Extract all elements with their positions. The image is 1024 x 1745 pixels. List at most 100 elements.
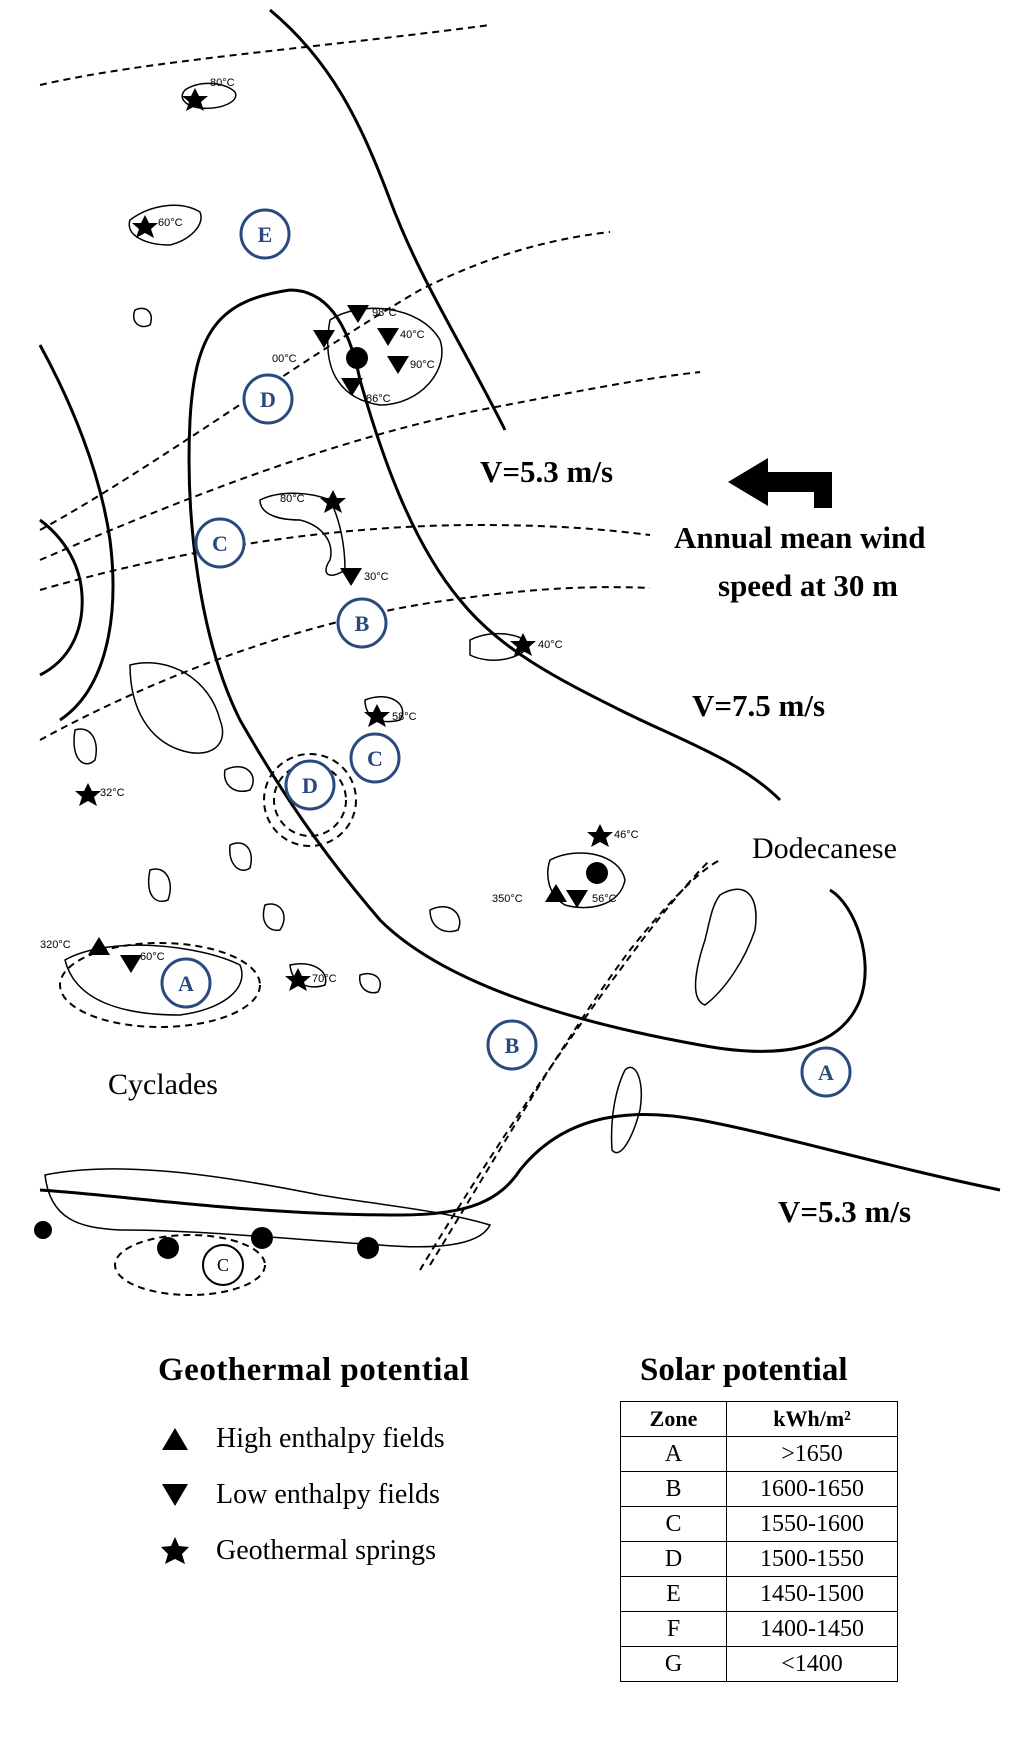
legend-label: High enthalpy fields	[216, 1423, 445, 1454]
dot-icon	[586, 862, 608, 884]
table-cell-value: 1550-1600	[726, 1506, 898, 1542]
region-label-dodecanese: Dodecanese	[752, 832, 897, 865]
triangle-down-icon	[387, 356, 409, 374]
zone-marker-a-east: A	[800, 1046, 852, 1098]
table-cell-zone: C	[620, 1506, 727, 1542]
zone-marker-e: E	[239, 208, 291, 260]
zone-marker-a-west: A	[160, 957, 212, 1009]
solar-isoline-2	[39, 231, 611, 531]
star-icon	[587, 824, 613, 847]
dot-icon	[34, 1221, 52, 1239]
triangle-down-icon	[377, 328, 399, 346]
table-cell-value: 1400-1450	[726, 1611, 898, 1647]
wind-caption-line2: speed at 30 m	[718, 568, 898, 603]
table-header-kwh: kWh/m²	[726, 1401, 898, 1437]
temp-label: 320°C	[40, 939, 71, 951]
solar-isoline-4	[39, 523, 651, 591]
temp-label: 70°C	[312, 973, 337, 985]
temp-label: 80°C	[280, 493, 305, 505]
table-cell-zone: F	[620, 1611, 727, 1647]
region-label-cyclades: Cyclades	[108, 1068, 218, 1101]
star-icon	[510, 633, 536, 656]
temp-label: 46°C	[614, 829, 639, 841]
temp-label: 56°C	[592, 893, 617, 905]
temp-label: 40°C	[400, 329, 425, 341]
svg-text:D: D	[302, 773, 318, 798]
temp-label: 30°C	[364, 571, 389, 583]
temp-label: 86°C	[366, 393, 391, 405]
legend-row-springs: Geothermal springs	[150, 1523, 580, 1579]
table-header-row: Zone kWh/m²	[620, 1401, 898, 1437]
solar-title: Solar potential	[640, 1352, 848, 1388]
dot-icon	[357, 1237, 379, 1259]
legend-row-high-enthalpy: High enthalpy fields	[150, 1411, 580, 1467]
table-cell-value: 1500-1550	[726, 1541, 898, 1577]
legend-label: Geothermal springs	[216, 1535, 437, 1566]
star-icon	[75, 783, 101, 806]
wind-label-bottom: V=5.3 m/s	[778, 1194, 911, 1229]
wind-isoline-leftinner	[39, 518, 84, 677]
dot-icon	[251, 1227, 273, 1249]
temp-label: 60°C	[158, 217, 183, 229]
dot-icon	[346, 347, 368, 369]
map: E D C B C D A B A C	[34, 8, 1001, 1296]
temp-label: 40°C	[538, 639, 563, 651]
wind-isoline-left	[38, 344, 115, 722]
table-cell-zone: B	[620, 1471, 727, 1507]
solar-isoline-1	[39, 24, 491, 86]
triangle-down-icon	[340, 568, 362, 586]
zone-marker-d-north: D	[242, 373, 294, 425]
zone-marker-c-north: C	[194, 517, 246, 569]
svg-text:B: B	[355, 611, 370, 636]
triangle-down-icon	[120, 955, 142, 973]
left-arrow-icon	[728, 458, 832, 508]
table-cell-value: 1600-1650	[726, 1471, 898, 1507]
temp-label: 60°C	[140, 951, 165, 963]
table-cell-zone: G	[620, 1646, 727, 1682]
triangle-down-icon	[566, 890, 588, 908]
triangle-up-icon	[88, 937, 110, 955]
legend-row-low-enthalpy: Low enthalpy fields	[150, 1467, 580, 1523]
svg-text:C: C	[212, 531, 228, 556]
solar-zone-c-ring	[114, 1234, 266, 1296]
solar-zone-d-ring-outer	[263, 753, 357, 847]
svg-text:C: C	[367, 746, 383, 771]
star-icon	[132, 215, 158, 238]
triangle-down-icon	[313, 330, 335, 348]
geothermal-legend-title: Geothermal potential	[158, 1352, 470, 1388]
svg-text:E: E	[258, 222, 273, 247]
star-icon	[320, 490, 346, 513]
solar-isoline-5	[39, 586, 651, 741]
star-icon	[182, 88, 208, 111]
table-cell-zone: D	[620, 1541, 727, 1577]
solar-isoline-7	[429, 859, 721, 1266]
triangle-down-icon	[347, 305, 369, 323]
temp-label: 00°C	[272, 353, 297, 365]
wind-isoline-bottom	[39, 1112, 1001, 1217]
svg-text:C: C	[217, 1255, 229, 1275]
svg-text:A: A	[818, 1060, 834, 1085]
svg-text:D: D	[260, 387, 276, 412]
temperature-labels: 80°C 60°C 98°C 40°C 00°C 90°C 86°C 80°C …	[40, 77, 639, 985]
legend-label: Low enthalpy fields	[216, 1479, 440, 1510]
wind-caption-line1: Annual mean wind	[674, 520, 926, 555]
zone-marker-b-south: B	[486, 1019, 538, 1071]
table-row: A>1650	[620, 1436, 898, 1472]
table-header-zone: Zone	[620, 1401, 727, 1437]
star-icon	[285, 968, 311, 991]
table-cell-value: 1450-1500	[726, 1576, 898, 1612]
triangle-up-icon	[545, 884, 567, 902]
geothermal-legend: Geothermal potential High enthalpy field…	[150, 1352, 580, 1579]
triangle-down-icon	[150, 1480, 200, 1510]
geothermal-symbols	[34, 88, 613, 1259]
solar-isolines	[39, 24, 721, 1296]
table-cell-value: <1400	[726, 1646, 898, 1682]
temp-label: 90°C	[410, 359, 435, 371]
star-icon	[364, 704, 390, 727]
wind-isoline-top	[269, 8, 507, 431]
wind-label-top: V=5.3 m/s	[480, 454, 613, 489]
